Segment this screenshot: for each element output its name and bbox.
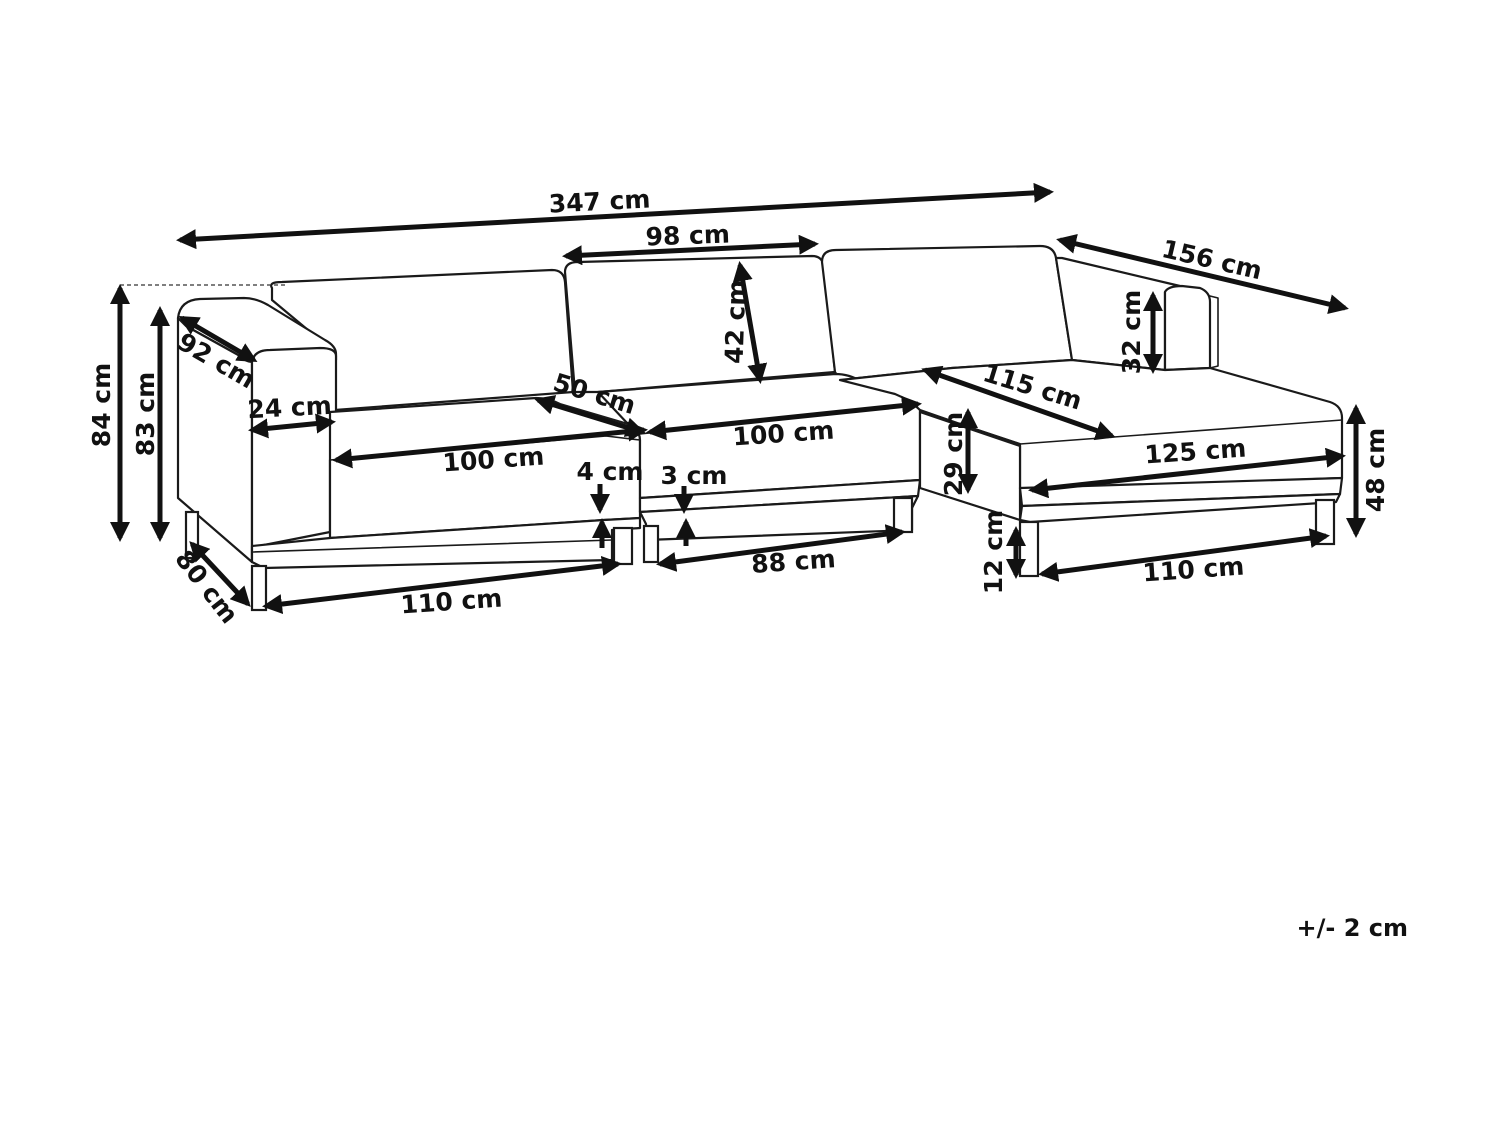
arrow-back-cushion-width xyxy=(562,234,819,266)
arrow-middle-base-width xyxy=(656,524,906,572)
arrow-back-cushion-height xyxy=(732,261,768,384)
arrow-left-base-width xyxy=(262,555,622,615)
label-chaise-seat-width: 125 cm xyxy=(1144,434,1248,470)
leg-left-seat-right xyxy=(612,526,634,566)
leg-front-left xyxy=(250,564,268,612)
arrow-chaise-seat-depth xyxy=(921,365,1116,441)
arrow-left-seat-width xyxy=(332,421,648,469)
arrow-middle-seat-width xyxy=(646,395,922,441)
dimension-labels: 347 cm 98 cm 156 cm 42 cm 32 cm 84 cm 83… xyxy=(87,184,1408,942)
chaise-arm xyxy=(1163,284,1212,372)
label-chaise-height: 48 cm xyxy=(1361,428,1390,512)
tolerance-note: +/- 2 cm xyxy=(1297,914,1408,942)
leg-middle-right xyxy=(892,496,914,534)
left-arm-front xyxy=(250,346,338,564)
right-back-cushion xyxy=(820,244,1074,382)
middle-back-cushion xyxy=(563,254,837,394)
arrow-sofa-depth xyxy=(189,541,251,607)
label-chaise-base-width: 110 cm xyxy=(1142,552,1246,588)
arrow-chaise-length xyxy=(1056,233,1349,315)
arrow-total-length xyxy=(176,182,1054,250)
label-left-seat-width: 100 cm xyxy=(442,442,546,478)
label-total-length: 347 cm xyxy=(548,184,651,218)
label-leg-height: 12 cm xyxy=(979,510,1008,594)
label-chaise-back-height: 32 cm xyxy=(1117,290,1146,374)
arrow-chaise-seat-width xyxy=(1028,447,1346,499)
dimension-arrows xyxy=(110,182,1366,615)
label-seat-height-chaise: 29 cm xyxy=(939,412,968,496)
label-middle-base-width: 88 cm xyxy=(750,544,836,579)
label-arm-height: 83 cm xyxy=(131,372,160,456)
arrow-arm-depth xyxy=(178,315,258,363)
leg-chaise-front xyxy=(1018,520,1040,578)
label-left-clearance: 4 cm xyxy=(577,457,644,486)
label-back-cushion-height: 42 cm xyxy=(720,279,752,364)
label-total-height: 84 cm xyxy=(87,363,116,447)
arrow-chaise-base-width xyxy=(1038,528,1330,582)
label-left-base-width: 110 cm xyxy=(400,584,504,620)
leg-middle-left xyxy=(642,524,660,564)
label-middle-clearance: 3 cm xyxy=(661,461,728,490)
label-back-cushion-width: 98 cm xyxy=(645,220,730,252)
label-middle-seat-width: 100 cm xyxy=(732,416,836,452)
arrow-arm-width xyxy=(248,413,336,439)
label-arm-width: 24 cm xyxy=(247,391,333,424)
